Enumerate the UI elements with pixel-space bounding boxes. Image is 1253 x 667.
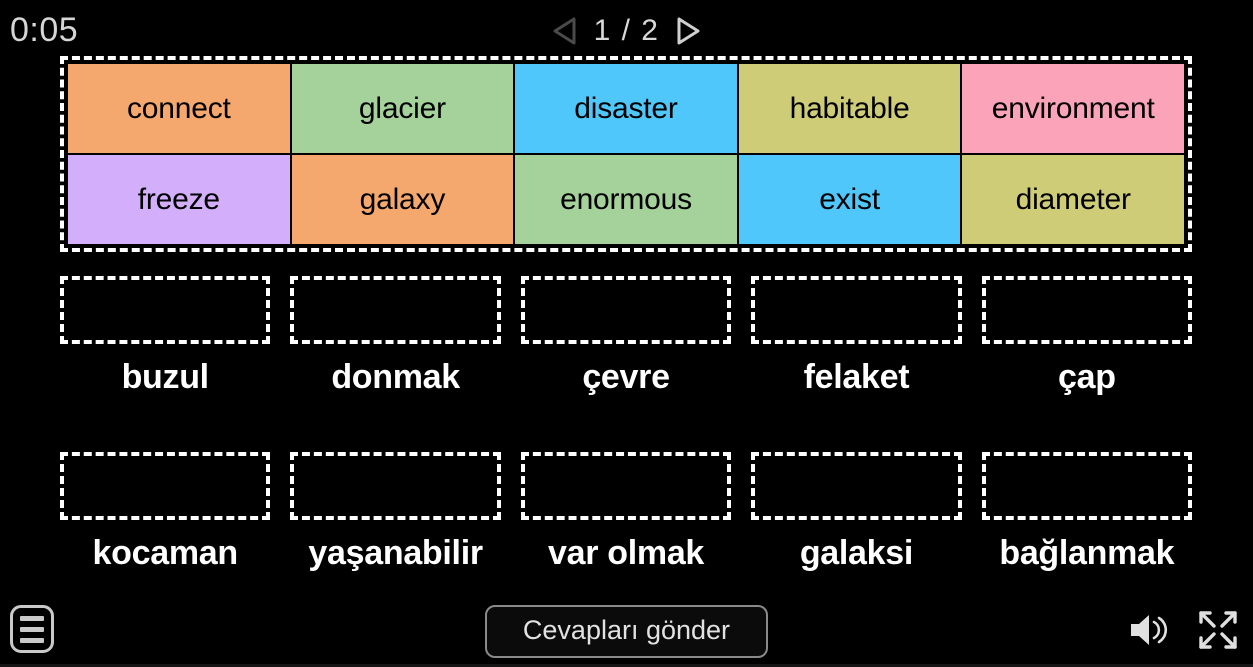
answer-cell: çap [981,276,1193,398]
pagination: 1 / 2 [0,11,1253,51]
drop-zone[interactable] [981,276,1193,344]
word-tile[interactable]: glacier [291,64,514,153]
word-bank-row-1: connect glacier disaster habitable envir… [68,64,1184,153]
drop-zone[interactable] [751,276,962,344]
top-bar: 0:05 1 / 2 [0,0,1253,56]
speaker-icon[interactable] [1127,611,1169,654]
drop-zone[interactable] [520,276,732,344]
word-tile[interactable]: disaster [515,64,737,153]
word-bank-row-2: freeze galaxy enormous exist diameter [68,155,1184,244]
drop-zone[interactable] [981,452,1193,520]
word-tile[interactable]: enormous [515,155,737,244]
answer-label: felaket [803,358,910,396]
answer-label: var olmak [547,534,705,572]
word-tile[interactable]: exist [738,155,961,244]
answer-label: çap [1057,358,1116,396]
answer-cell: buzul [60,276,271,398]
word-tile[interactable]: connect [68,64,290,153]
submit-answers-container: Cevapları gönder [0,605,1253,658]
hamburger-menu-icon[interactable] [10,605,54,653]
drop-zone[interactable] [290,452,501,520]
answer-cell: çevre [520,276,732,398]
drop-zone[interactable] [290,276,501,344]
answer-cell: var olmak [520,452,732,574]
answer-row-2: kocaman yaşanabilir var olmak galaksi ba… [60,452,1193,574]
prev-page-button[interactable] [552,15,580,47]
bottom-bar: Cevapları gönder [0,597,1253,667]
word-tile[interactable]: diameter [962,155,1184,244]
answer-cell: yaşanabilir [290,452,501,574]
word-bank: connect glacier disaster habitable envir… [60,56,1192,252]
answer-cell: bağlanmak [981,452,1193,574]
bottom-edge-divider [0,664,1253,667]
answer-label: kocaman [92,534,239,572]
menu-line [20,626,44,632]
drop-zone[interactable] [751,452,962,520]
answer-label: çevre [582,358,670,396]
answer-label: galaksi [799,534,914,572]
menu-line [20,615,44,621]
bottom-right-controls [1127,609,1239,656]
page-indicator: 1 / 2 [593,14,660,47]
word-tile[interactable]: environment [962,64,1184,153]
answer-cell: kocaman [60,452,271,574]
word-tile[interactable]: habitable [738,64,961,153]
answer-cell: felaket [751,276,962,398]
answer-label: buzul [121,358,210,396]
answer-row-1: buzul donmak çevre felaket çap [60,276,1193,398]
drop-zone[interactable] [520,452,732,520]
drop-zone[interactable] [60,276,271,344]
word-tile[interactable]: freeze [68,155,290,244]
submit-answers-button[interactable]: Cevapları gönder [484,605,769,658]
answer-cell: donmak [290,276,501,398]
drop-zone[interactable] [60,452,271,520]
answer-label: bağlanmak [999,534,1175,572]
answer-cell: galaksi [751,452,962,574]
timer: 0:05 [10,11,79,49]
fullscreen-expand-icon[interactable] [1197,609,1239,656]
next-page-button[interactable] [673,15,701,47]
menu-line [20,637,44,643]
answer-label: yaşanabilir [308,534,483,572]
answer-label: donmak [331,358,460,396]
word-tile[interactable]: galaxy [291,155,514,244]
